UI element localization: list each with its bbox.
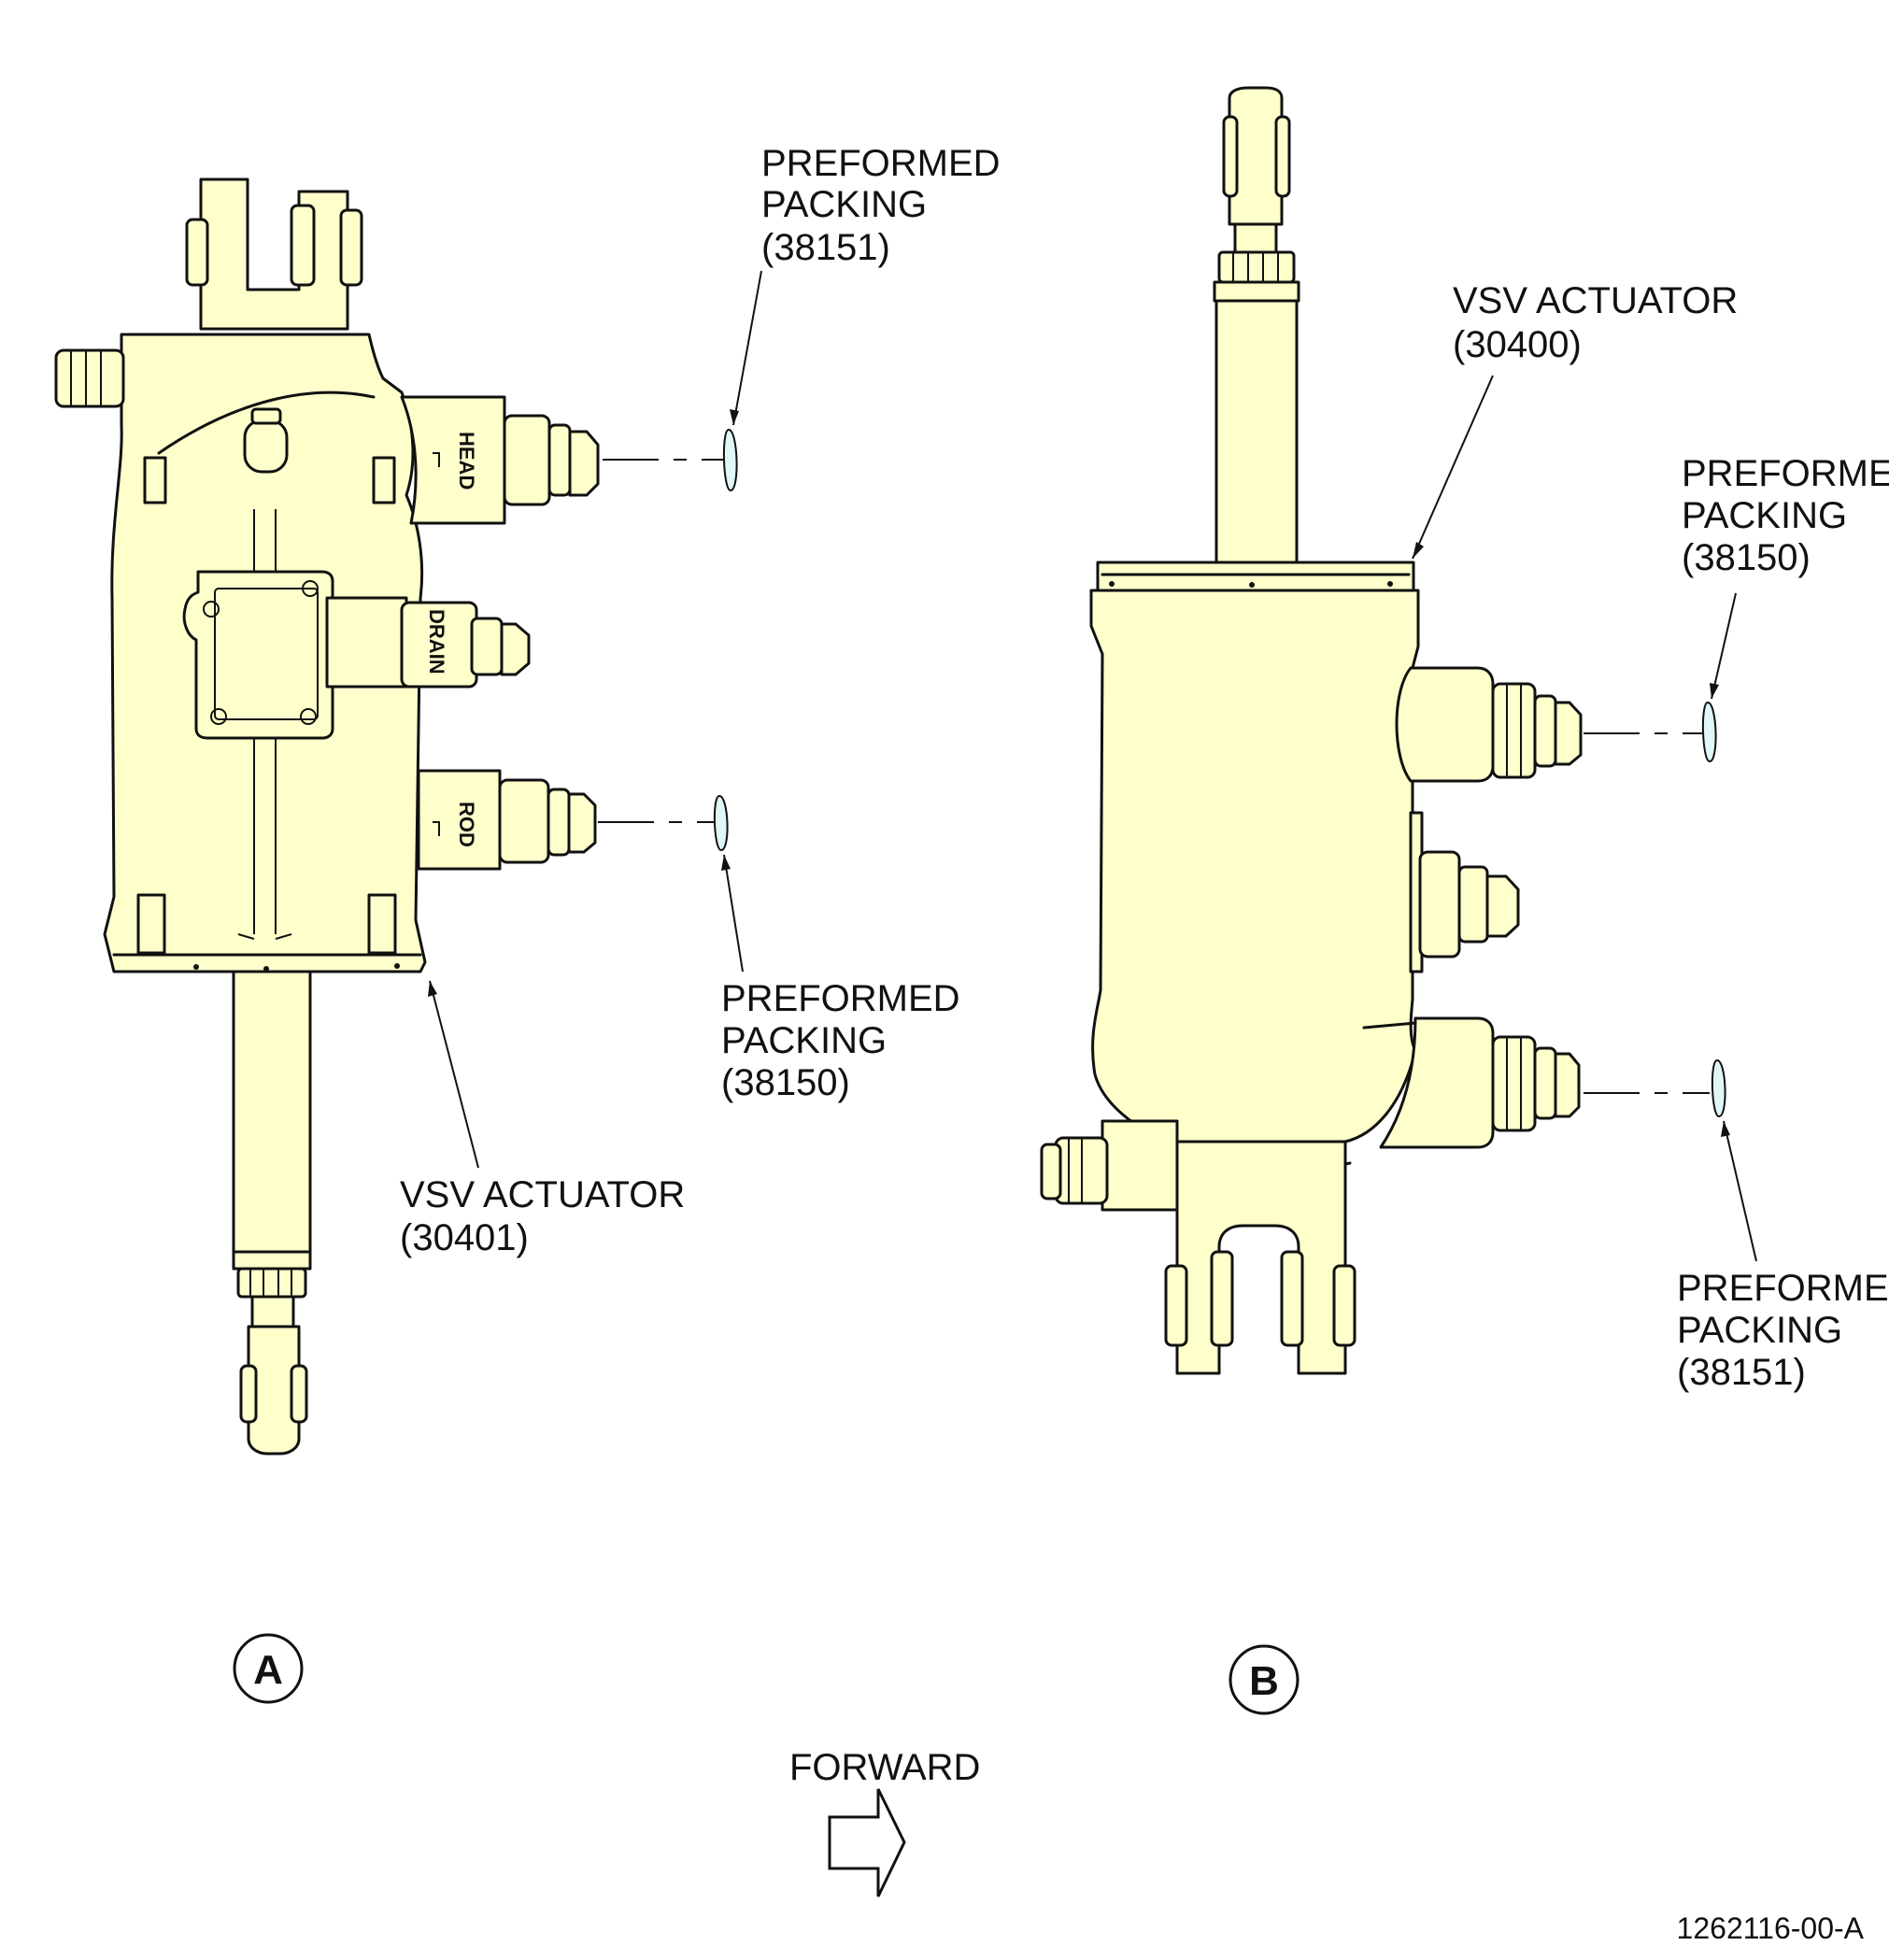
callout-b-packing-38150-line2: PACKING	[1682, 495, 1847, 536]
head-port-a: HEAD	[400, 395, 600, 525]
actuator-view-a: HEAD DRAIN ROD	[54, 178, 762, 1456]
preformed-packing-38151-b	[1711, 1058, 1726, 1118]
fitting-left-a	[54, 348, 125, 408]
housing-b	[1089, 589, 1420, 1143]
callout-b-packing-38150-line1: PREFORMED	[1682, 453, 1889, 494]
rod-port-a: ROD	[417, 769, 597, 871]
cover-plate-a	[182, 570, 334, 740]
rod-eye-a	[247, 1325, 301, 1456]
callout-b-packing-38151-line1: PREFORMED	[1677, 1268, 1889, 1309]
callout-a-packing-38151-line2: PACKING	[761, 184, 927, 225]
callout-b-actuator-line1: VSV ACTUATOR	[1453, 280, 1738, 321]
rod-end-nut-a	[236, 1267, 307, 1299]
callout-a-actuator-line2: (30401)	[400, 1217, 529, 1258]
callout-a-packing-38150-line3: (38150)	[721, 1062, 850, 1103]
rod-port-label: ROD	[455, 802, 478, 847]
preformed-packing-38151-a	[722, 428, 738, 492]
callout-b-packing-38150-line3: (38150)	[1682, 537, 1811, 578]
svg-text:B: B	[1249, 1658, 1279, 1704]
drain-port-a: DRAIN	[325, 596, 531, 689]
view-a-marker: A	[233, 1633, 304, 1704]
svg-text:A: A	[253, 1647, 283, 1693]
lower-port-b	[1362, 1016, 1581, 1149]
preformed-packing-38150-b	[1701, 701, 1717, 763]
preformed-packing-38150-a	[713, 794, 729, 852]
fitting-left-b	[1040, 1119, 1179, 1212]
actuator-view-b	[1040, 86, 1757, 1375]
callout-b-packing-38151-line3: (38151)	[1677, 1352, 1806, 1393]
forward-label: FORWARD	[789, 1747, 980, 1788]
upper-port-b	[1395, 666, 1583, 783]
callout-a-packing-38150-line1: PREFORMED	[721, 978, 960, 1019]
head-port-label: HEAD	[455, 432, 478, 490]
piston-rod-b	[1214, 299, 1299, 564]
callout-a-packing-38151-line1: PREFORMED	[761, 143, 1001, 184]
view-b-marker: B	[1229, 1644, 1300, 1715]
figure-number: 1262116-00-A	[1677, 1911, 1865, 1945]
callout-a-packing-38151-line3: (38151)	[761, 227, 890, 268]
middle-port-b	[1409, 811, 1520, 973]
clevis-top-a	[185, 178, 363, 331]
callout-b-packing-38151-line2: PACKING	[1677, 1310, 1842, 1351]
forward-arrow-icon	[828, 1788, 906, 1897]
rod-eye-b	[1228, 86, 1284, 226]
clevis-bottom-b	[1164, 1140, 1356, 1375]
drain-port-label: DRAIN	[425, 609, 448, 675]
rod-end-nut-b	[1217, 250, 1296, 284]
callout-b-actuator-line2: (30400)	[1453, 324, 1582, 365]
callout-a-actuator-line1: VSV ACTUATOR	[400, 1174, 685, 1215]
piston-rod-a	[232, 970, 312, 1254]
callout-a-packing-38150-line2: PACKING	[721, 1020, 887, 1061]
